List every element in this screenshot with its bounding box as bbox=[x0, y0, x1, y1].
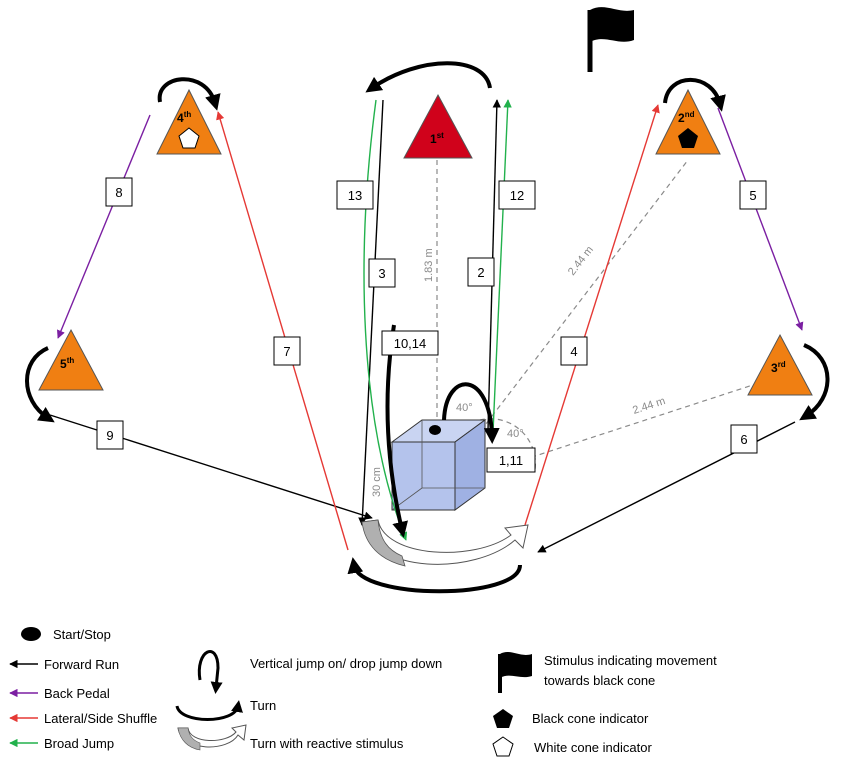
step-label-5: 5 bbox=[739, 180, 767, 210]
legend: Start/Stop Forward Run Back Pedal Latera… bbox=[9, 627, 717, 757]
dist-third-label: 2.44 m bbox=[631, 395, 667, 417]
svg-text:13: 13 bbox=[348, 188, 362, 203]
svg-text:White cone indicator: White cone indicator bbox=[534, 740, 652, 755]
svg-text:9: 9 bbox=[106, 428, 113, 443]
svg-text:Forward Run: Forward Run bbox=[44, 657, 119, 672]
path-7-lateral-shuffle bbox=[216, 111, 349, 551]
path-3-forward-run bbox=[358, 99, 384, 526]
reactive-turn-arrow bbox=[361, 519, 529, 567]
angle-left-label: 40° bbox=[456, 402, 473, 414]
svg-text:Turn with reactive stimulus: Turn with reactive stimulus bbox=[250, 736, 404, 751]
jump-box bbox=[390, 419, 487, 511]
svg-text:4: 4 bbox=[570, 344, 577, 359]
path-8-back-pedal bbox=[57, 114, 151, 339]
angle-right-label: 40° bbox=[507, 428, 524, 440]
stimulus-flag-legend-icon bbox=[498, 652, 532, 693]
turn-icon bbox=[175, 700, 243, 721]
path-4-lateral-shuffle bbox=[524, 104, 660, 526]
stimulus-flag-icon bbox=[587, 7, 634, 72]
black-pentagon-icon bbox=[678, 128, 698, 148]
step-label-4: 4 bbox=[560, 336, 588, 366]
svg-text:Stimulus indicating movement: Stimulus indicating movement bbox=[544, 653, 717, 668]
svg-text:1,11: 1,11 bbox=[499, 453, 523, 468]
step-label-7: 7 bbox=[273, 336, 301, 366]
svg-text:8: 8 bbox=[115, 185, 122, 200]
step-label-10-14: 10,14 bbox=[381, 330, 439, 356]
step-label-3: 3 bbox=[368, 258, 396, 288]
step-label-1-11: 1,11 bbox=[486, 447, 536, 473]
svg-text:Start/Stop: Start/Stop bbox=[53, 627, 111, 642]
svg-text:2: 2 bbox=[477, 265, 484, 280]
svg-text:5: 5 bbox=[749, 188, 756, 203]
dist-first-label: 1.83 m bbox=[423, 248, 435, 282]
svg-text:Lateral/Side Shuffle: Lateral/Side Shuffle bbox=[44, 711, 157, 726]
path-5-back-pedal bbox=[717, 107, 804, 331]
path-12-broad-jump bbox=[492, 99, 512, 433]
svg-text:Turn: Turn bbox=[250, 698, 276, 713]
step-label-13: 13 bbox=[336, 180, 374, 210]
step-label-9: 9 bbox=[96, 420, 124, 450]
svg-text:2nd: 2nd bbox=[678, 110, 695, 125]
svg-text:12: 12 bbox=[510, 188, 524, 203]
start-stop-marker bbox=[429, 425, 441, 435]
path-lines bbox=[49, 99, 804, 553]
svg-text:Vertical jump on/ drop jump do: Vertical jump on/ drop jump down bbox=[250, 656, 442, 671]
svg-text:5th: 5th bbox=[60, 356, 74, 371]
cone-2nd: 2nd bbox=[655, 88, 721, 155]
white-cone-indicator-icon bbox=[492, 736, 514, 757]
svg-text:4th: 4th bbox=[177, 110, 191, 125]
cone-1st: 1st bbox=[403, 93, 473, 159]
white-pentagon-icon bbox=[178, 127, 200, 149]
black-cone-indicator-icon bbox=[493, 709, 513, 728]
cone-3rd: 3rd bbox=[747, 333, 813, 396]
svg-text:7: 7 bbox=[283, 344, 290, 359]
step-label-6: 6 bbox=[730, 424, 758, 454]
vertical-jump-icon bbox=[197, 650, 223, 694]
cone-5th: 5th bbox=[38, 328, 104, 391]
path-13-broad-jump bbox=[363, 99, 408, 541]
svg-text:6: 6 bbox=[740, 432, 747, 447]
svg-text:3: 3 bbox=[378, 266, 385, 281]
svg-text:Black cone indicator: Black cone indicator bbox=[532, 711, 649, 726]
start-stop-icon bbox=[21, 627, 41, 641]
svg-text:10,14: 10,14 bbox=[394, 336, 427, 351]
step-label-8: 8 bbox=[105, 177, 133, 207]
box-height-label: 30 cm bbox=[371, 467, 383, 497]
svg-text:1st: 1st bbox=[430, 131, 444, 146]
step-label-12: 12 bbox=[498, 180, 536, 210]
svg-text:3rd: 3rd bbox=[771, 360, 786, 375]
svg-text:Broad Jump: Broad Jump bbox=[44, 736, 114, 751]
step-label-2: 2 bbox=[467, 257, 495, 287]
dist-second-label: 2.44 m bbox=[566, 244, 596, 278]
cone-4th: 4th bbox=[156, 88, 222, 155]
svg-text:towards black cone: towards black cone bbox=[544, 673, 655, 688]
svg-text:Back Pedal: Back Pedal bbox=[44, 686, 110, 701]
